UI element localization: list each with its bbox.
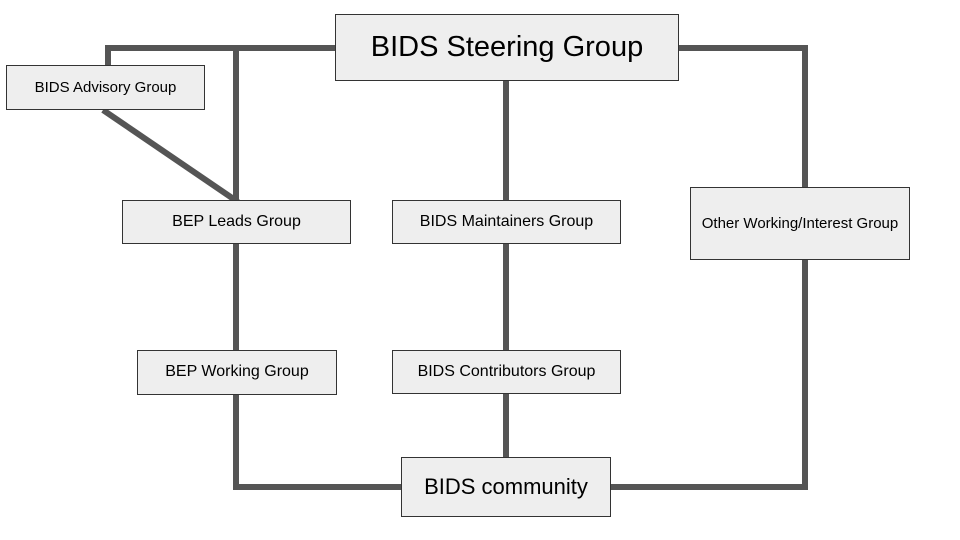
edge-bepworking-community: [233, 392, 404, 490]
node-bep-working-group[interactable]: BEP Working Group: [137, 350, 337, 395]
node-bep-leads-group[interactable]: BEP Leads Group: [122, 200, 351, 244]
node-label-bep-working-group: BEP Working Group: [165, 363, 309, 381]
node-label-bids-steering-group: BIDS Steering Group: [370, 31, 644, 64]
edge-steering-bepleads: [108, 45, 239, 203]
node-label-bids-maintainers-group: BIDS Maintainers Group: [419, 212, 594, 230]
node-bids-maintainers-group[interactable]: BIDS Maintainers Group: [392, 200, 621, 244]
node-bids-advisory-group[interactable]: BIDS Advisory Group: [6, 65, 205, 110]
edge-otherwg-community: [608, 257, 808, 490]
node-bids-steering-group[interactable]: BIDS Steering Group: [335, 14, 679, 81]
node-bids-community[interactable]: BIDS community: [401, 457, 611, 517]
edge-advisory-bepleads: [101, 107, 240, 205]
node-label-bids-contributors-group: BIDS Contributors Group: [417, 362, 596, 380]
node-bids-contributors-group[interactable]: BIDS Contributors Group: [392, 350, 621, 394]
node-label-bep-leads-group: BEP Leads Group: [172, 212, 301, 230]
node-label-bids-advisory-group: BIDS Advisory Group: [34, 78, 177, 96]
node-label-bids-community: BIDS community: [424, 474, 588, 500]
edge-steering-otherwg: [679, 45, 808, 190]
node-other-working-interest-group[interactable]: Other Working/Interest Group: [690, 187, 910, 260]
node-label-other-working-interest-group: Other Working/Interest Group: [701, 214, 899, 232]
